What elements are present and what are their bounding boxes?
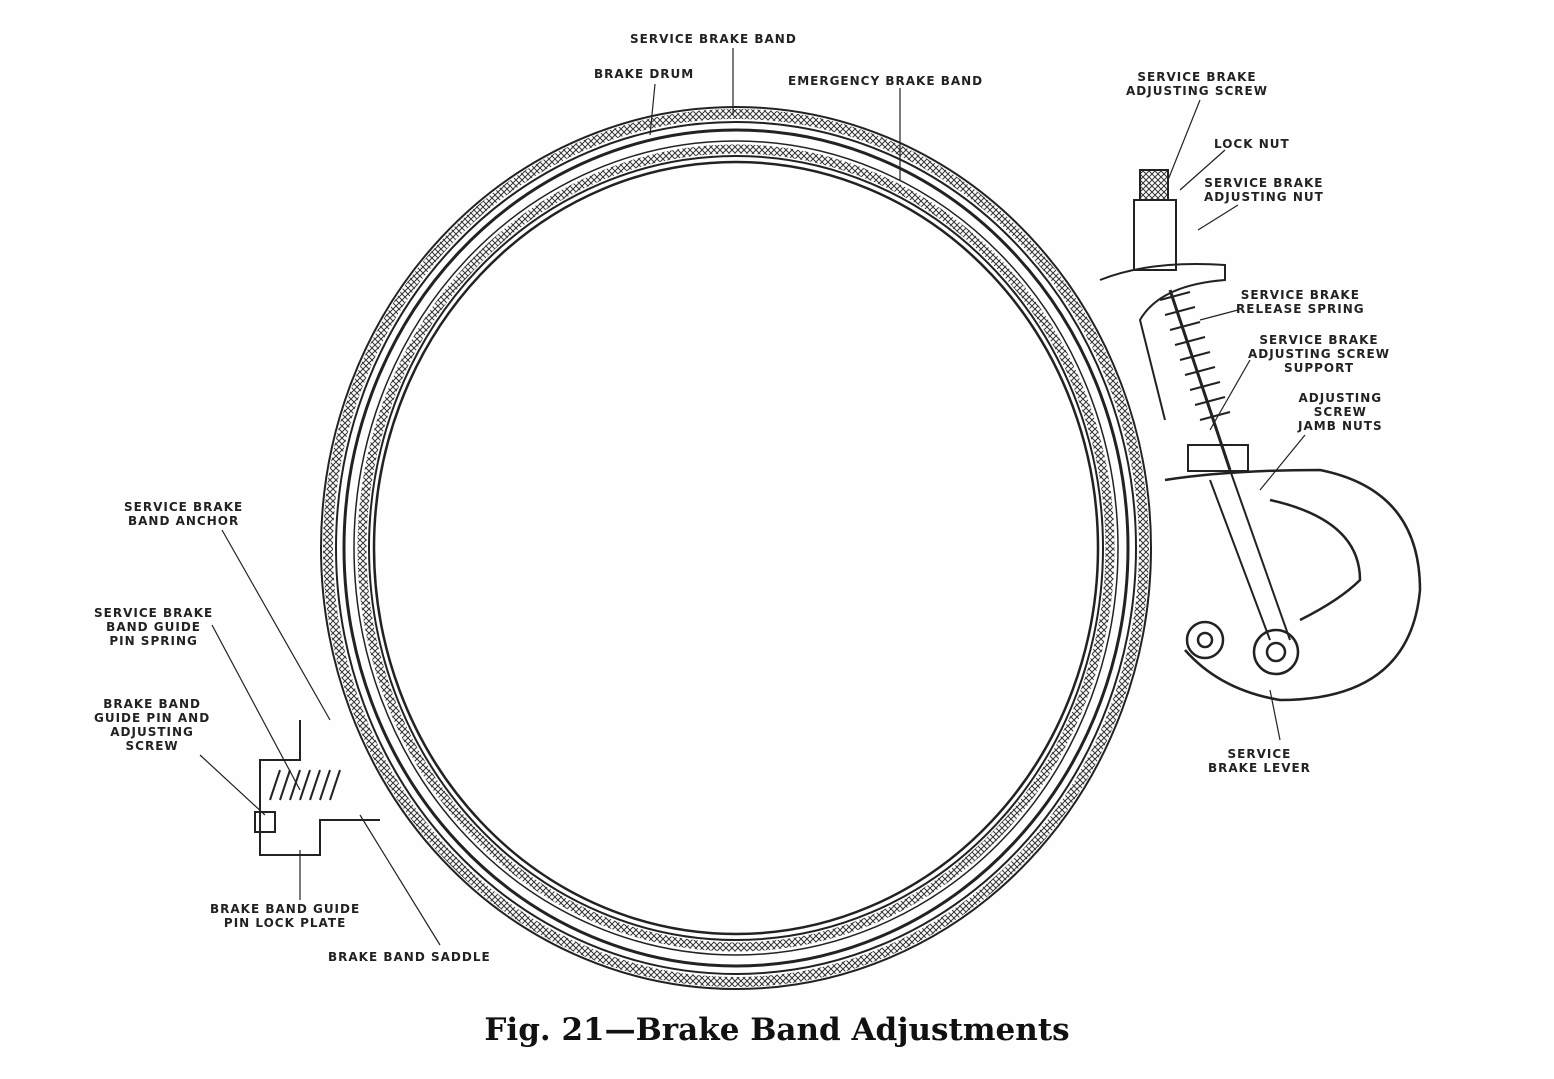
leader-lines — [199, 48, 1306, 946]
label-emergency-brake-band: EMERGENCY BRAKE BAND — [788, 74, 984, 88]
service-band-lining — [323, 109, 1149, 987]
emergency-band-lining — [357, 144, 1115, 952]
label-guide-pin-spring: SERVICE BRAKE BAND GUIDE PIN SPRING — [94, 606, 214, 648]
label-brake-lever: SERVICE BRAKE LEVER — [1208, 747, 1311, 775]
label-adjusting-nut: SERVICE BRAKE ADJUSTING NUT — [1204, 176, 1324, 204]
service-brake-lever — [1164, 468, 1422, 702]
label-guide-pin-screw: BRAKE BAND GUIDE PIN AND ADJUSTING SCREW — [94, 697, 211, 753]
figure-caption: Fig. 21—Brake Band Adjustments — [484, 1012, 1070, 1048]
label-service-brake-band: SERVICE BRAKE BAND — [630, 32, 797, 46]
brake-drum — [342, 128, 1130, 968]
label-lock-plate: BRAKE BAND GUIDE PIN LOCK PLATE — [210, 902, 361, 930]
guide-pin-assembly — [254, 720, 380, 856]
label-screw-support: SERVICE BRAKE ADJUSTING SCREW SUPPORT — [1248, 333, 1390, 375]
label-band-saddle: BRAKE BAND SADDLE — [328, 950, 491, 964]
label-lock-nut: LOCK NUT — [1214, 137, 1290, 151]
label-band-anchor: SERVICE BRAKE BAND ANCHOR — [124, 500, 244, 528]
label-brake-drum: BRAKE DRUM — [594, 67, 695, 81]
label-release-spring: SERVICE BRAKE RELEASE SPRING — [1236, 288, 1365, 316]
label-jamb-nuts: ADJUSTING SCREW JAMB NUTS — [1298, 391, 1383, 433]
label-adjusting-screw: SERVICE BRAKE ADJUSTING SCREW — [1126, 70, 1268, 98]
adjusting-screw-assembly — [1099, 169, 1291, 641]
